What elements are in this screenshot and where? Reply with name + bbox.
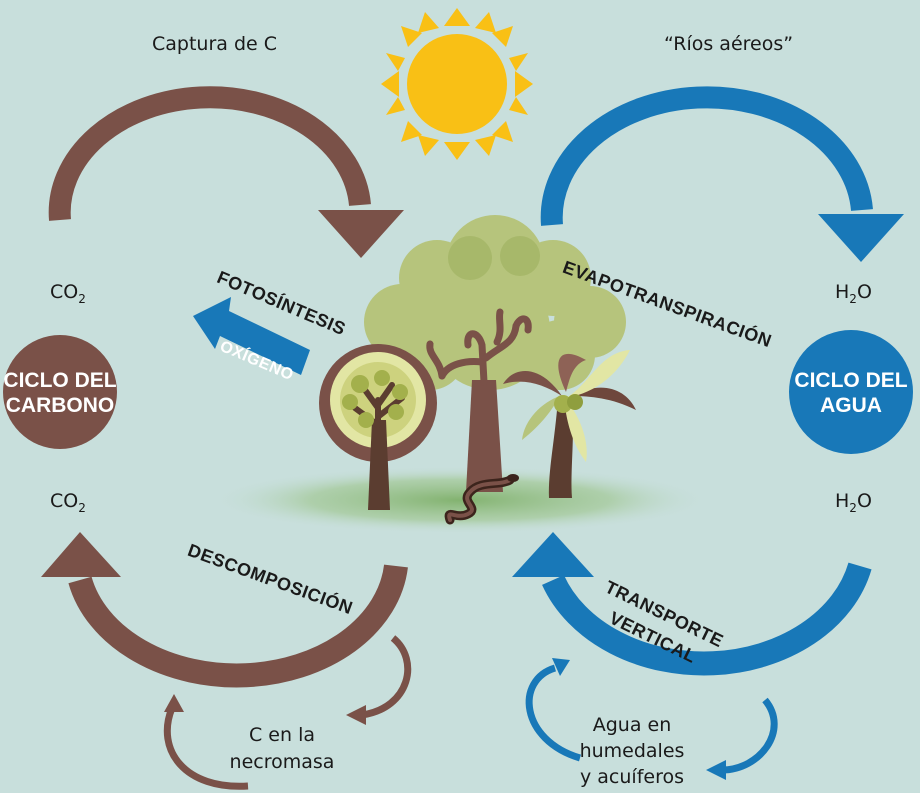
wetlands-aquifers-label: Agua en humedales y acuíferos <box>579 714 685 788</box>
water-cycle-title: CICLO DEL AGUA <box>794 369 908 417</box>
carbon-cycle-title: CICLO DEL CARBONO <box>3 369 117 417</box>
aerial-rivers-caption: “Ríos aéreos” <box>664 33 794 55</box>
snake-icon <box>444 474 519 525</box>
water-cycle-circle <box>789 330 913 454</box>
palm-tree-icon <box>503 350 636 498</box>
water-evapotranspiration-arrow <box>540 86 904 262</box>
co2-bottom-label: CO2 <box>50 490 86 515</box>
carbon-loop-arrow-left <box>163 694 249 790</box>
carbon-loop-arrow-right <box>346 635 412 725</box>
oxygen-arrow <box>193 297 310 375</box>
h2o-bottom-label: H2O <box>835 490 872 515</box>
big-tree-icon <box>364 215 626 492</box>
carbon-cycle-circle <box>3 335 117 449</box>
round-tree-icon <box>319 344 437 510</box>
necromass-carbon-label: C en la necromasa <box>229 724 335 773</box>
water-loop-arrow-right <box>706 697 778 780</box>
ground-shadow <box>210 466 710 534</box>
water-vertical-transport-arrow <box>512 532 872 676</box>
sun-icon <box>381 8 533 160</box>
carbon-decomposition-arrow <box>41 532 408 688</box>
co2-top-label: CO2 <box>50 281 86 306</box>
carbon-capture-caption: Captura de C <box>152 33 278 55</box>
water-loop-arrow-left <box>525 658 582 762</box>
carbon-capture-arrow <box>48 86 404 258</box>
h2o-top-label: H2O <box>835 281 872 306</box>
